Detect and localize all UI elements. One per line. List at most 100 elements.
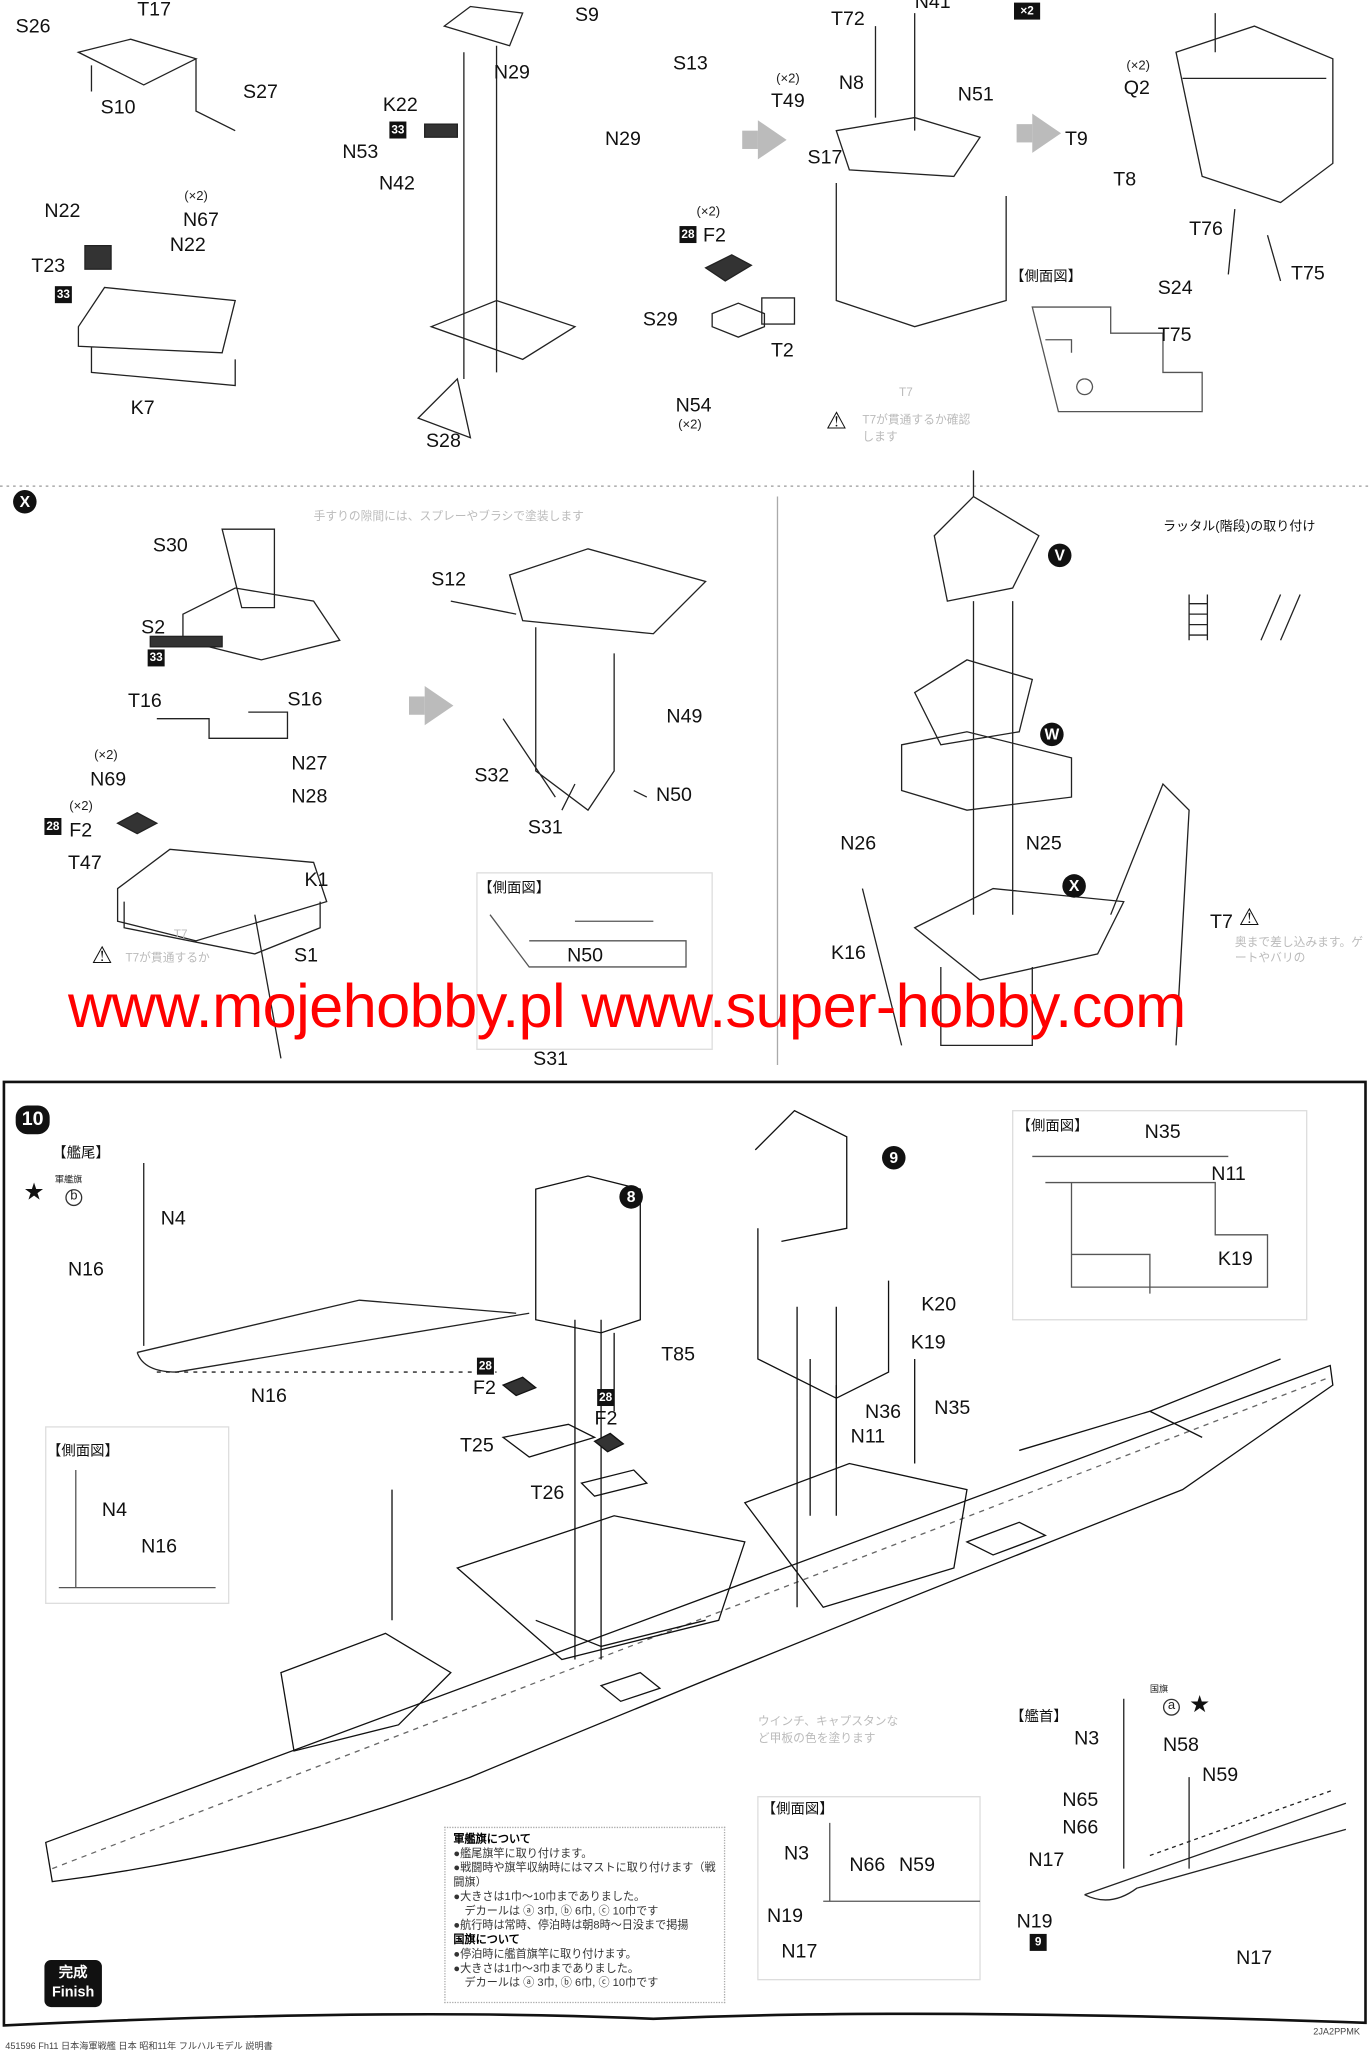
part-label: S17 — [807, 146, 843, 169]
part-label: Q2 — [1123, 77, 1150, 100]
part-label: N67 — [182, 209, 219, 232]
drawing-tower — [1175, 13, 1334, 282]
step-marker-x: X — [13, 490, 37, 514]
part-label: N22 — [169, 233, 206, 257]
drawing-s10 — [76, 38, 236, 132]
part-label: S10 — [100, 96, 136, 119]
drawing-superstructure — [861, 470, 1190, 1047]
part-label: S29 — [642, 308, 678, 331]
drawing-hull — [45, 1109, 1334, 1883]
part-label: N35 — [934, 1396, 971, 1420]
part-label: T47 — [67, 851, 102, 875]
drawing-k1 — [116, 528, 341, 1059]
part-label: N27 — [291, 752, 328, 775]
qty-mark: (×2) — [184, 189, 208, 204]
drawing-s12 — [450, 548, 707, 812]
part-label: N25 — [1025, 832, 1062, 855]
part-label: S9 — [574, 3, 599, 27]
step-marker-8: 8 — [619, 1185, 643, 1209]
painting-note: ウインチ、キャプスタンなど甲板の色を塗ります — [757, 1714, 899, 1745]
part-label: T17 — [137, 0, 171, 21]
warning-text: T7が貫通するか — [125, 951, 210, 965]
times-two-badge: ×2 — [1013, 2, 1041, 20]
part-label: K22 — [382, 94, 418, 117]
warning-part: T7 — [899, 385, 913, 399]
part-label: N28 — [291, 785, 328, 808]
footer-code: 2JA2PPMK — [1313, 2027, 1361, 2038]
decal-badge: 33 — [147, 649, 165, 667]
part-label: T75 — [1291, 262, 1325, 285]
part-label: T49 — [770, 90, 805, 113]
drawing-side-view-top — [1031, 306, 1203, 413]
note-line: ●大きさは1巾〜3巾までありました。 — [453, 1961, 639, 1975]
step-10-frame — [2, 1080, 1367, 2027]
sheet-badge: 28 — [679, 226, 697, 244]
note-line: ●艦尾旗竿に取り付けます。 — [453, 1846, 593, 1860]
part-label: S28 — [425, 429, 461, 453]
part-label: T23 — [31, 254, 66, 278]
part-label: S27 — [243, 81, 278, 104]
part-label: N4 — [101, 1498, 127, 1521]
part-label: N54 — [675, 394, 712, 417]
warning-text: T7が貫通するか確認します — [862, 412, 971, 443]
part-label: T8 — [1113, 168, 1137, 191]
part-label: N49 — [666, 705, 703, 728]
part-label: N59 — [899, 1854, 935, 1877]
side-view-heading: 【側面図】 — [478, 880, 551, 897]
part-label: N41 — [914, 0, 951, 14]
qty-mark: (×2) — [776, 71, 800, 87]
drawing-side-view-stern — [45, 1426, 230, 1604]
part-label: S16 — [287, 688, 323, 711]
watermark: www.mojehobby.pl www.super-hobby.com — [67, 970, 1186, 1041]
part-label: N3 — [784, 1842, 810, 1865]
part-label: S2 — [141, 616, 166, 639]
flag-a-marker: a — [1162, 1698, 1180, 1716]
jack-label: 国旗 — [1149, 1685, 1169, 1695]
part-label: N69 — [90, 768, 127, 791]
note-line: ●停泊時に艦首旗竿に取り付けます。 — [453, 1946, 637, 1961]
part-label: T76 — [1189, 218, 1223, 241]
part-label: N16 — [67, 1258, 104, 1281]
part-label: N53 — [342, 141, 379, 164]
note-line: ●大きさは1巾〜10巾までありました。 — [453, 1889, 646, 1903]
step-ref-badge: 9 — [1029, 1933, 1047, 1951]
part-label: T7 — [1210, 910, 1233, 933]
part-label: T72 — [831, 7, 865, 31]
drawing-side-view-bow — [757, 1796, 981, 1981]
part-label: N4 — [160, 1207, 186, 1230]
part-label: N16 — [250, 1385, 287, 1408]
part-label: N66 — [849, 1854, 886, 1877]
part-label: N66 — [1062, 1816, 1099, 1839]
part-label: S26 — [15, 15, 51, 38]
part-label: N11 — [1211, 1162, 1246, 1186]
part-label: S30 — [152, 534, 188, 557]
part-label: N50 — [655, 784, 692, 807]
footer-text: 451596 Fh11 日本海軍戦艦 日本 昭和11年 フルハルモデル 説明書 — [5, 2042, 273, 2052]
stern-heading: 【艦尾】 — [52, 1145, 110, 1162]
flag-b-marker: b — [65, 1189, 83, 1207]
step-marker-9: 9 — [882, 1145, 906, 1170]
drawing-stern — [136, 1162, 530, 1373]
part-label: N11 — [850, 1425, 886, 1448]
star-icon: ★ — [23, 1178, 45, 1205]
part-label: K1 — [304, 868, 329, 892]
note-line: デカールは ⓐ 3巾, ⓑ 6巾, ⓒ 10巾です — [453, 1903, 659, 1917]
finish-badge: 完成 Finish — [44, 1960, 102, 2008]
step-number-10: 10 — [15, 1105, 50, 1135]
drawing-bridge — [704, 13, 1007, 338]
ensign-notes-title: 軍艦旗について — [453, 1831, 531, 1846]
part-label: T2 — [770, 339, 794, 362]
part-label: S24 — [1157, 277, 1193, 300]
part-label: T26 — [530, 1481, 565, 1505]
qty-mark: (×2) — [69, 799, 93, 815]
note-line: デカールは ⓐ 3巾, ⓑ 6巾, ⓒ 10巾です — [453, 1975, 659, 1989]
part-label: K16 — [831, 942, 866, 965]
part-label: N29 — [605, 128, 641, 151]
side-view-heading: 【側面図】 — [1010, 269, 1082, 285]
part-label: N19 — [1016, 1910, 1053, 1933]
sheet-badge: 28 — [476, 1357, 494, 1375]
flag-notes: 軍艦旗について ●艦尾旗竿に取り付けます。 ●戦闘時や旗竿収納時にはマストに取り… — [444, 1826, 726, 2004]
part-label: S13 — [672, 52, 708, 75]
warning-part: T7 — [173, 927, 188, 941]
